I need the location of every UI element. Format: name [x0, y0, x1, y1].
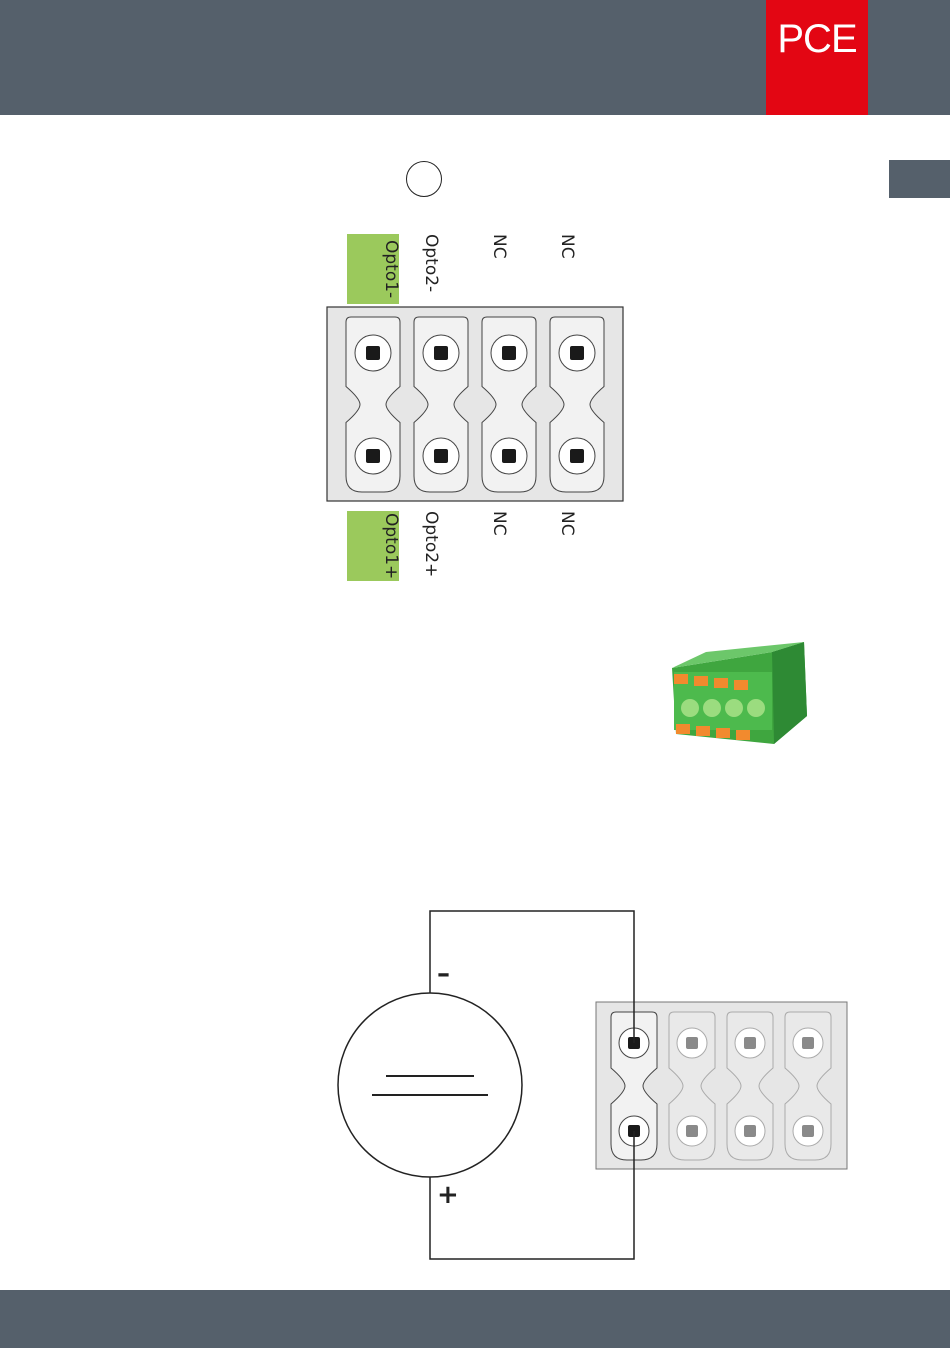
terminal-screw-pad — [686, 1037, 698, 1049]
terminal-screw-pad — [686, 1125, 698, 1137]
dc-voltage-source-icon — [338, 993, 522, 1177]
plus-sign: + — [437, 1180, 459, 1210]
terminal-screw-pad — [744, 1037, 756, 1049]
terminal-screw-pad — [802, 1037, 814, 1049]
terminal-screw-pad — [802, 1125, 814, 1137]
terminal-screw-pad — [744, 1125, 756, 1137]
minus-sign: – — [437, 959, 450, 989]
